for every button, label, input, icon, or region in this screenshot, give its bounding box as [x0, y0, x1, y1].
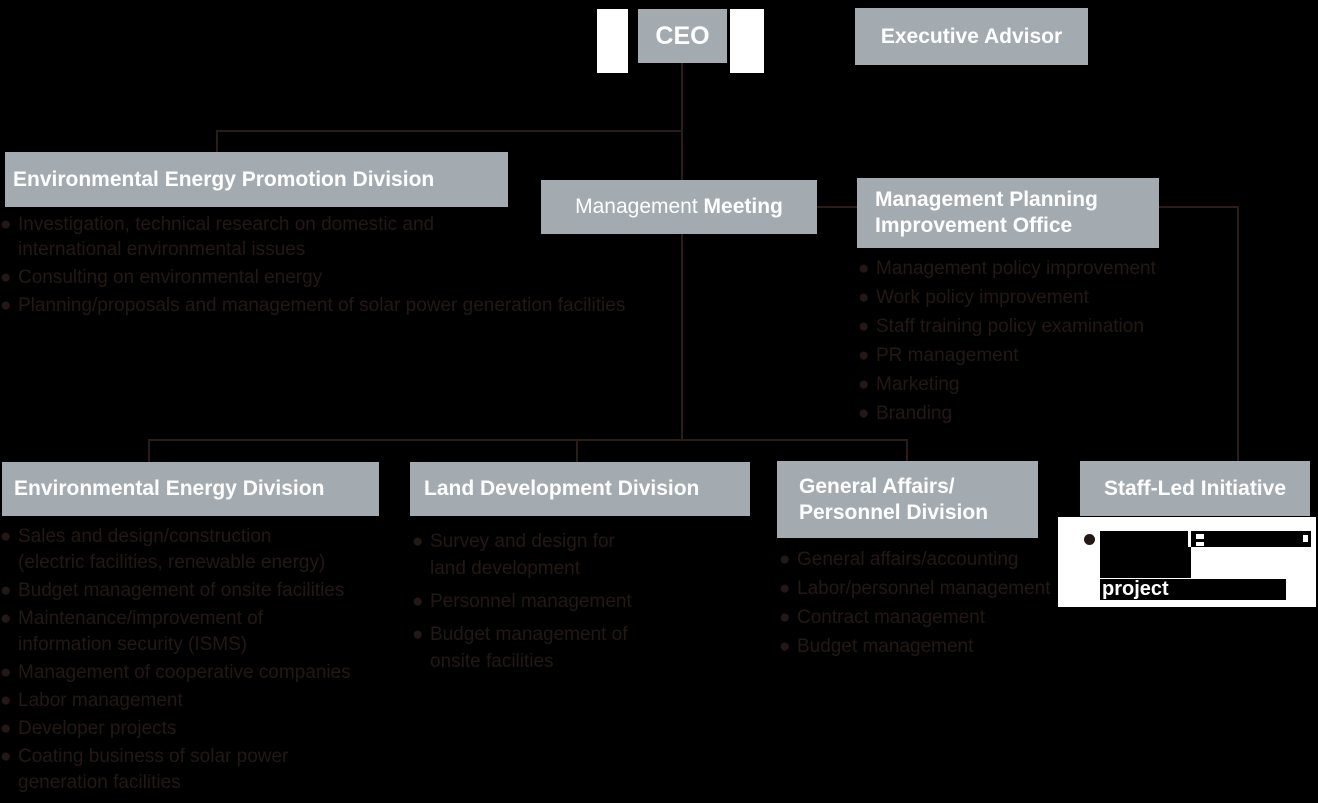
bullet-dot-icon: ●	[0, 267, 12, 288]
bullet-dot-icon	[1084, 534, 1095, 545]
node-ceo: CEO	[638, 9, 727, 63]
connector-mm-mpio	[817, 206, 858, 208]
duty-item: ●Budget management of onsite facilities	[412, 621, 692, 675]
connector-eepd-drop	[216, 130, 218, 153]
bullet-dot-icon: ●	[0, 295, 12, 316]
duty-item: ●Branding	[858, 403, 953, 424]
connector-mpio-right	[1159, 206, 1239, 208]
node-ceo-label: CEO	[655, 22, 710, 50]
sli-white-panel: project	[1058, 517, 1316, 607]
node-eepd-label: Environmental Energy Promotion Division	[13, 167, 435, 191]
connector-ceo-vertical	[681, 63, 683, 440]
duty-item: ●Marketing	[858, 374, 960, 395]
bullet-dot-icon: ●	[779, 549, 791, 570]
duty-item: ●Developer projects	[0, 716, 400, 742]
bullet-dot-icon: ●	[0, 718, 12, 739]
duty-item: ●Staff training policy examination	[858, 316, 1144, 337]
connector-ldd-drop	[576, 439, 578, 463]
duty-item: ●Sales and design/construction (electric…	[0, 526, 326, 573]
node-mm-label-regular: Management	[575, 195, 704, 218]
bullet-dot-icon: ●	[412, 591, 424, 612]
duty-item: ●Labor management	[0, 688, 400, 714]
duty-item: ●Planning/proposals and management of so…	[0, 295, 626, 316]
redaction-block-bottom: project	[1100, 579, 1286, 600]
duty-item: ●PR management	[858, 345, 1019, 366]
bullet-dot-icon: ●	[0, 214, 12, 235]
node-sli-label: Staff-Led Initiative	[1103, 476, 1287, 500]
node-gapd-label: General Affairs/ Personnel Division	[799, 474, 989, 524]
connector-branch-horizontal	[216, 130, 683, 132]
bullet-dot-icon: ●	[0, 746, 12, 767]
node-mm-label: Management Meeting	[575, 194, 783, 220]
bullet-dot-icon: ●	[858, 316, 870, 337]
bullet-dot-icon: ●	[858, 345, 870, 366]
redaction-glyph-fragment	[1196, 542, 1204, 546]
node-ldd-label: Land Development Division	[424, 477, 700, 500]
connector-sli-drop	[1237, 206, 1239, 462]
duty-item: ●Personnel management	[412, 588, 692, 615]
duty-item: ●Management policy improvement	[858, 258, 1156, 279]
bullet-dot-icon: ●	[858, 258, 870, 279]
bullet-dot-icon: ●	[0, 580, 12, 601]
bullet-dot-icon: ●	[779, 636, 791, 657]
connector-bottom-horizontal	[148, 439, 908, 441]
bullet-dot-icon: ●	[0, 662, 12, 683]
bullet-dot-icon: ●	[858, 287, 870, 308]
connector-gapd-drop	[906, 439, 908, 463]
redaction-white-slit	[1188, 531, 1191, 547]
bullet-dot-icon: ●	[0, 526, 12, 547]
duty-item: ●Coating business of solar power generat…	[0, 746, 289, 793]
bullet-dot-icon: ●	[858, 403, 870, 424]
bullet-dot-icon: ●	[412, 624, 424, 645]
duty-item: ●Consulting on environmental energy	[0, 267, 323, 288]
node-staff-led-initiative: Staff-Led Initiative	[1080, 461, 1310, 516]
white-mask-right-of-ceo	[730, 9, 764, 73]
node-mpio-label: Management Planning Improvement Office	[875, 188, 1098, 237]
bullet-dot-icon: ●	[0, 608, 12, 629]
node-eed-label: Environmental Energy Division	[14, 477, 325, 500]
eepd-duty-list: ●Investigation, technical research on do…	[0, 212, 700, 318]
sli-visible-text: project	[1102, 578, 1169, 600]
node-environmental-energy-promotion-division: Environmental Energy Promotion Division	[5, 152, 508, 207]
bullet-dot-icon: ●	[412, 531, 424, 552]
bullet-dot-icon: ●	[0, 690, 12, 711]
eed-duty-list: ●Sales and design/construction (electric…	[0, 524, 400, 796]
node-environmental-energy-division: Environmental Energy Division	[2, 462, 379, 516]
bullet-dot-icon: ●	[779, 578, 791, 599]
node-management-meeting: Management Meeting	[541, 180, 817, 234]
duty-item: ●Maintenance/improvement of information …	[0, 608, 264, 655]
redaction-glyph-fragment	[1303, 535, 1308, 542]
bullet-dot-icon: ●	[858, 374, 870, 395]
node-executive-advisor: Executive Advisor	[855, 8, 1088, 65]
duty-item: ●General affairs/accounting	[779, 549, 1019, 570]
duty-item: ●Work policy improvement	[858, 287, 1089, 308]
node-executive-advisor-label: Executive Advisor	[880, 24, 1063, 48]
ldd-duty-list: ●Survey and design for land development …	[412, 528, 692, 675]
duty-item: ●Survey and design for land development	[412, 528, 692, 582]
redaction-block-left	[1100, 531, 1191, 578]
mpio-duty-list: ●Management policy improvement ●Work pol…	[858, 256, 1258, 426]
bullet-dot-icon: ●	[779, 607, 791, 628]
duty-item: ●Budget management	[779, 636, 974, 657]
connector-eed-drop	[148, 439, 150, 463]
node-management-planning-improvement-office: Management Planning Improvement Office	[857, 178, 1159, 248]
duty-item: ●Contract management	[779, 607, 985, 628]
redaction-glyph-fragment	[1196, 534, 1204, 539]
node-general-affairs-personnel-division: General Affairs/ Personnel Division	[777, 461, 1038, 538]
node-mm-label-bold: Meeting	[703, 195, 783, 218]
duty-item: ●Investigation, technical research on do…	[0, 214, 435, 260]
white-mask-left-of-ceo	[597, 9, 628, 73]
gapd-duty-list: ●General affairs/accounting ●Labor/perso…	[779, 547, 1099, 659]
duty-item: ●Labor/personnel management	[779, 578, 1051, 599]
duty-item: ●Budget management of onsite facilities	[0, 578, 400, 604]
node-land-development-division: Land Development Division	[410, 462, 750, 516]
duty-item: ●Management of cooperative companies	[0, 660, 400, 686]
